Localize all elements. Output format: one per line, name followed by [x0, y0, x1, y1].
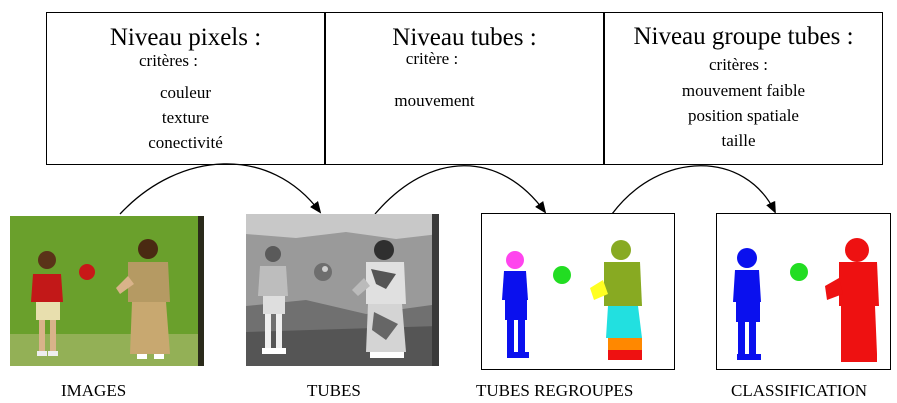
criterion-item: couleur — [160, 83, 211, 102]
box-title: Niveau pixels : — [109, 24, 262, 51]
criterion-item: mouvement faible — [681, 81, 806, 100]
arrow-regroupes-to-classification — [611, 165, 776, 215]
arrow-tubes-to-regroupes — [374, 165, 547, 215]
image-panel-tubes — [246, 214, 439, 366]
image-panel-original — [10, 216, 204, 366]
box-title: Niveau tubes : — [392, 24, 537, 51]
criteria-box-tubes: Niveau tubes : critère : mouvement — [325, 12, 604, 165]
criterion-item: mouvement — [394, 91, 475, 110]
caption-tubes-regroupes: TUBES REGROUPES — [476, 381, 634, 400]
arrow-images-to-tubes — [119, 163, 322, 215]
caption-images: IMAGES — [61, 381, 127, 400]
criteria-box-group-tubes: Niveau groupe tubes : critères : mouveme… — [604, 12, 883, 165]
criterion-item: texture — [161, 108, 210, 127]
image-panel-classification — [716, 213, 891, 370]
box-subtitle: critère : — [405, 49, 459, 68]
image-panel-regrouped — [481, 213, 675, 370]
criterion-item: conectivité — [148, 133, 223, 152]
box-subtitle: critères : — [709, 55, 768, 74]
criterion-item: position spatiale — [688, 106, 799, 125]
box-title: Niveau groupe tubes : — [633, 23, 854, 50]
criterion-item: taille — [721, 131, 756, 150]
criteria-box-pixels: Niveau pixels : critères : couleur textu… — [46, 12, 325, 165]
caption-tubes: TUBES — [307, 381, 361, 400]
box-subtitle: critères : — [139, 51, 198, 70]
caption-classification: CLASSIFICATION — [731, 381, 868, 400]
